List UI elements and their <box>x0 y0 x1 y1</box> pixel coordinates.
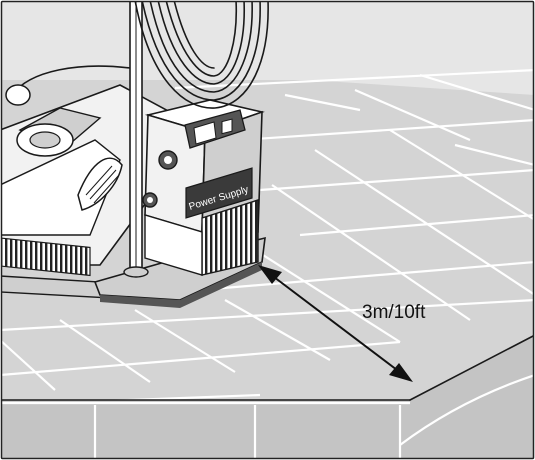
distance-arrow <box>258 265 413 382</box>
cable-plug <box>5 84 31 106</box>
pool-edge <box>2 335 533 458</box>
power-button-icon <box>221 118 233 135</box>
distance-label: 3m/10ft <box>362 302 426 323</box>
coiled-cable <box>134 2 269 109</box>
power-supply-unit: Power Supply <box>142 99 265 276</box>
power-display-icon <box>193 121 217 145</box>
tile-grid <box>2 68 533 407</box>
robot-brush <box>2 237 91 277</box>
caddy-pole <box>123 2 149 278</box>
pool-cleaner-robot <box>2 84 186 299</box>
